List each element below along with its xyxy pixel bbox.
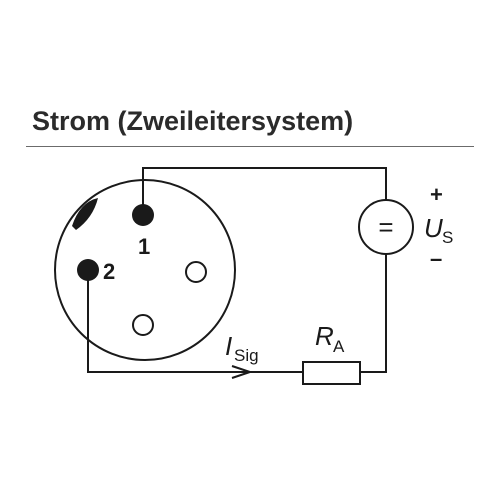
connector-housing	[54, 179, 236, 361]
pin-1-label: 1	[138, 234, 150, 259]
current-arrow-icon	[231, 365, 254, 379]
signal-current-label: I	[225, 331, 232, 361]
source-minus-sign: –	[430, 246, 442, 271]
resistor-label: R	[315, 321, 334, 351]
load-resistor	[302, 361, 361, 385]
coding-key	[72, 198, 98, 230]
pin-2	[77, 259, 99, 281]
pin-2-label: 2	[103, 259, 115, 284]
pin-1	[132, 204, 154, 226]
source-plus-sign: +	[430, 182, 443, 207]
wire-pin2-to-resistor	[87, 270, 303, 373]
wire-pin1-to-source	[142, 167, 387, 215]
signal-current-subscript: Sig	[234, 346, 259, 365]
dc-source-equals-sign: =	[378, 212, 393, 242]
wire-source-to-resistor	[360, 254, 387, 373]
dc-source-symbol	[358, 199, 414, 255]
title-divider	[26, 146, 474, 147]
page-title: Strom (Zweileitersystem)	[32, 106, 354, 136]
pin-4	[132, 314, 154, 336]
source-voltage-label: U	[424, 213, 443, 243]
source-voltage-subscript: S	[442, 228, 453, 247]
pin-3	[185, 261, 207, 283]
resistor-subscript: A	[333, 337, 345, 356]
